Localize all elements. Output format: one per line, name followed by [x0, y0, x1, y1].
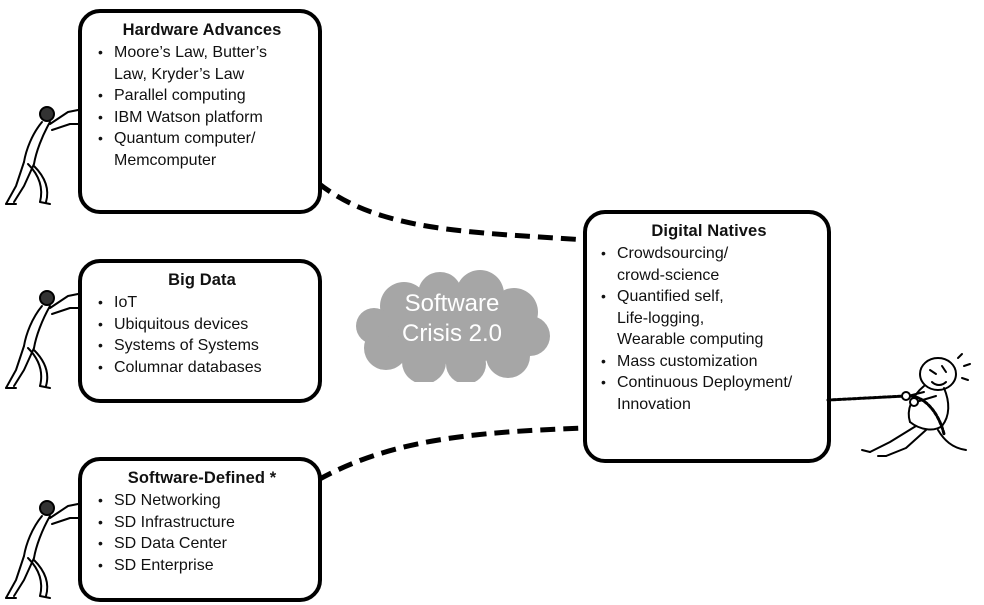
list-item-text: Quantified self, Life-logging, Wearable …	[617, 288, 764, 348]
cloud-shape	[356, 270, 550, 382]
list-item: Ubiquitous devices	[98, 314, 308, 336]
list-item: SD Enterprise	[98, 555, 308, 577]
list-item-text: Crowdsourcing/ crowd-science	[617, 245, 729, 284]
list-item: Parallel computing	[98, 85, 308, 107]
stressed-man-pulling-rope-icon	[826, 353, 971, 457]
list-item-text: Quantum computer/ Memcomputer	[114, 130, 256, 169]
bullet-list: Crowdsourcing/ crowd-science Quantified …	[601, 243, 817, 415]
man-pushing-icon	[5, 106, 79, 205]
bullet-list: IoT Ubiquitous devices Systems of System…	[96, 292, 308, 378]
man-pushing-icon	[5, 290, 79, 389]
connector-software-natives	[316, 425, 587, 483]
list-item-text: Parallel computing	[114, 87, 246, 104]
list-item-text: Moore’s Law, Butter’s Law, Kryder’s Law	[114, 44, 267, 83]
list-item-text: IBM Watson platform	[114, 108, 263, 126]
box-title: Digital Natives	[651, 222, 767, 240]
man-pushing-icon	[5, 500, 79, 599]
list-item: Continuous Deployment/ Innovation	[601, 372, 817, 415]
list-item-text: Continuous Deployment/ Innovation	[617, 374, 793, 413]
list-item: Systems of Systems	[98, 335, 308, 357]
list-item-text: SD Networking	[114, 492, 221, 509]
list-item: IBM Watson platform	[98, 107, 308, 129]
big-data-box: Big Data IoT Ubiquitous devices Systems …	[78, 259, 322, 403]
list-item-text: Columnar databases	[114, 358, 262, 376]
box-title: Hardware Advances	[122, 21, 282, 39]
list-item-text: Mass customization	[617, 352, 758, 370]
list-item-text: SD Enterprise	[114, 556, 214, 574]
list-item: Moore’s Law, Butter’s Law, Kryder’s Law	[98, 42, 308, 85]
bullet-list: Moore’s Law, Butter’s Law, Kryder’s Law …	[96, 42, 308, 171]
connector-hardware-natives	[316, 181, 587, 243]
digital-natives-box: Digital Natives Crowdsourcing/ crowd-sci…	[583, 210, 831, 463]
list-item: Columnar databases	[98, 357, 308, 379]
list-item: Quantified self, Life-logging, Wearable …	[601, 286, 817, 351]
list-item-text: IoT	[114, 294, 138, 311]
bullet-list: SD Networking SD Infrastructure SD Data …	[96, 490, 308, 576]
list-item: Crowdsourcing/ crowd-science	[601, 243, 817, 286]
list-item: SD Networking	[98, 490, 308, 512]
box-title: Big Data	[168, 271, 236, 289]
cloud-label-line2: Crisis 2.0	[401, 320, 503, 347]
list-item: SD Infrastructure	[98, 512, 308, 534]
list-item-text: Ubiquitous devices	[114, 315, 249, 333]
cloud-label: Software Crisis 2.0	[352, 289, 552, 349]
list-item: IoT	[98, 292, 308, 314]
list-item-text: SD Infrastructure	[114, 513, 235, 531]
list-item: Quantum computer/ Memcomputer	[98, 128, 308, 171]
list-item: SD Data Center	[98, 533, 308, 555]
hardware-advances-box: Hardware Advances Moore’s Law, Butter’s …	[78, 9, 322, 214]
list-item-text: Systems of Systems	[114, 337, 259, 354]
cloud-label-line1: Software	[404, 290, 500, 317]
list-item-text: SD Data Center	[114, 535, 227, 552]
list-item: Mass customization	[601, 351, 817, 373]
software-defined-box: Software-Defined * SD Networking SD Infr…	[78, 457, 322, 602]
box-title: Software-Defined *	[127, 469, 277, 487]
